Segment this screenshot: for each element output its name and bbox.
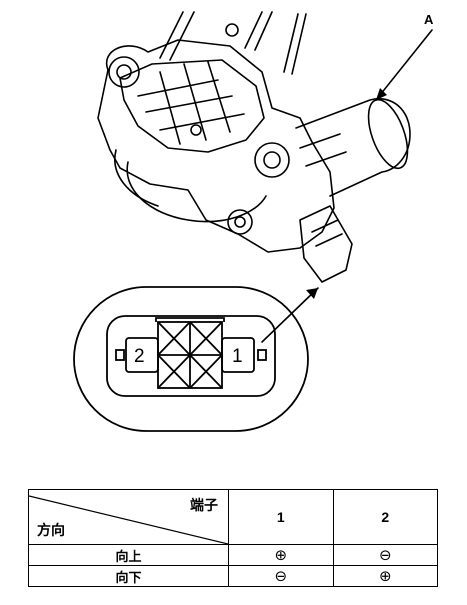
plus-symbol: ⊕ [378, 566, 392, 585]
minus-symbol: ⊖ [274, 566, 288, 585]
motor-can [295, 97, 411, 197]
table-row-down: 向下 ⊖ ⊕ [28, 565, 438, 587]
connector-outline [73, 286, 309, 432]
column-header-1: 1 [228, 489, 334, 545]
header-diagonal [29, 495, 228, 544]
header-terminal: 端子 [190, 497, 218, 513]
pin-1-label: 1 [232, 346, 243, 367]
row-label-up: 向上 [28, 544, 229, 566]
cell-down-2: ⊕ [332, 565, 438, 587]
plus-symbol: ⊕ [274, 545, 288, 564]
table-header-row: 端子 方向 1 2 [28, 489, 438, 545]
header-corner-cell: 端子 方向 [28, 489, 229, 545]
callout-a-label: A [424, 12, 434, 27]
row-label-down: 向下 [28, 565, 229, 587]
table-row-up: 向上 ⊕ ⊖ [28, 544, 438, 566]
header-direction: 方向 [37, 522, 65, 538]
cell-down-1: ⊖ [228, 565, 334, 587]
minus-symbol: ⊖ [378, 545, 392, 564]
cell-up-1: ⊕ [228, 544, 334, 566]
column-header-2: 2 [332, 489, 438, 545]
motor-diagram: A 2 1 [73, 11, 434, 432]
gearbox-housing [97, 39, 335, 253]
terminal-table: 端子 方向 1 2 向上 ⊕ ⊖ 向下 ⊖ ⊕ [28, 489, 438, 587]
cell-up-2: ⊖ [332, 544, 438, 566]
pin-2-label: 2 [134, 346, 145, 367]
